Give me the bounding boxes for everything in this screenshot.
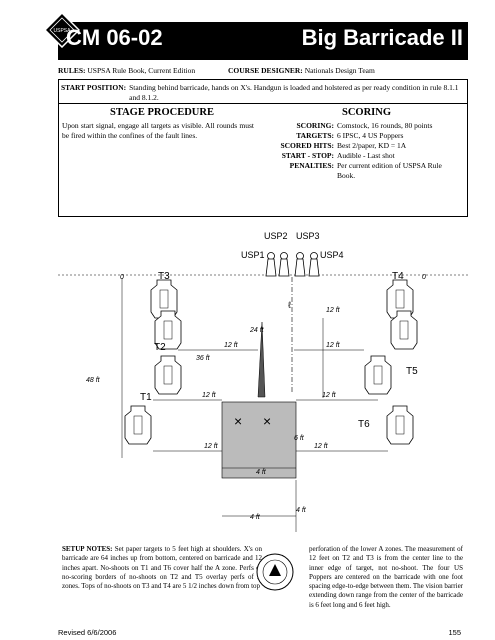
setup-notes-text: Set paper targets to 5 feet high at shou… [62, 545, 262, 591]
stage-procedure-text: Upon start signal, engage all targets as… [62, 121, 254, 140]
dim-4-label: 4 ft [256, 469, 267, 476]
dim-12-label: 12 ft [202, 392, 217, 399]
scoring-heading: SCORING [342, 107, 392, 118]
popper-label: USP4 [320, 250, 344, 260]
zero-left-label: 0 [120, 274, 124, 281]
targets-label: TARGETS: [296, 131, 334, 140]
stage-code: CM 06-02 [66, 25, 163, 50]
popper-usp4-icon [308, 252, 320, 277]
popper-label: USP3 [296, 231, 320, 241]
target-t2-icon [154, 355, 182, 395]
hand-mark-x: × [234, 413, 242, 429]
scoring-label: SCORING: [296, 121, 334, 130]
header-bar [58, 22, 468, 60]
dim-12-label: 12 ft [204, 443, 219, 450]
center-line-mark: ℓ [288, 300, 292, 310]
target-label: T1 [140, 392, 152, 403]
start-stop-value: Audible - Last shot [337, 151, 395, 160]
popper-label: USP2 [264, 231, 288, 241]
uspsa-logo-icon: USPSA [44, 12, 80, 48]
target-label: T4 [392, 271, 404, 282]
start-position-label: START POSITION: [61, 83, 127, 92]
target-label: T3 [158, 271, 170, 282]
scored-hits-value: Best 2/paper, KD = 1A [337, 141, 407, 150]
popper-usp2-icon [278, 252, 290, 277]
page-number: 155 [448, 628, 461, 637]
scoring-value: Comstock, 16 rounds, 80 points [337, 121, 433, 130]
dim-4-label: 4 ft [250, 514, 261, 521]
setup-notes-left: SETUP NOTES: Set paper targets to 5 feet… [62, 545, 262, 591]
dim-12-label: 12 ft [314, 443, 329, 450]
start-position: START POSITION: Standing behind barricad… [61, 83, 461, 103]
setup-notes-right: perforation of the lower A zones. The me… [309, 545, 464, 609]
target-label: T6 [358, 419, 370, 430]
stage-info-box [58, 79, 468, 217]
target-t6-icon [386, 405, 414, 445]
dim-4-label: 4 ft [296, 507, 307, 514]
penalties-value: Per current edition of USPSA Rule Book. [337, 161, 442, 180]
start-stop-label: START - STOP: [281, 151, 334, 160]
start-position-text: Standing behind barricade, hands on X's.… [129, 83, 459, 102]
hand-mark-x: × [263, 413, 271, 429]
scoring-row: START - STOP: Audible - Last shot [258, 151, 461, 161]
targets-value: 6 IPSC, 4 US Poppers [337, 131, 404, 140]
designer-value: Nationals Design Team [304, 66, 375, 75]
setup-notes-label: SETUP NOTES: [62, 545, 113, 553]
logo-text: USPSA [54, 28, 72, 34]
target-label: T2 [154, 342, 166, 353]
box-divider [58, 103, 468, 104]
penalties-label: PENALTIES: [289, 161, 334, 170]
scoring-row: SCORED HITS: Best 2/paper, KD = 1A [258, 141, 461, 151]
rules-label: RULES: [58, 66, 86, 75]
scoring-row: TARGETS: 6 IPSC, 4 US Poppers [258, 131, 461, 141]
popper-label: USP1 [241, 250, 265, 260]
stage-procedure-heading: STAGE PROCEDURE [110, 107, 214, 118]
stage-diagram: 0 0 USP1 USP2 USP3 USP4 ℓ T3 T4 T2 T5 T1… [58, 231, 468, 532]
popper-usp1-icon [265, 252, 277, 277]
designer-line: COURSE DESIGNER: Nationals Design Team [228, 66, 375, 75]
target-t1-icon [124, 405, 152, 445]
dim-48-label: 48 ft [86, 377, 101, 384]
dim-12-label: 12 ft [326, 342, 341, 349]
target-t5-icon [364, 355, 392, 395]
dim-12-label: 12 ft [224, 342, 239, 349]
seal-icon [256, 553, 294, 591]
dim-36-label: 36 ft [196, 355, 211, 362]
dim-6-label: 6 ft [294, 435, 305, 442]
vision-barrier [257, 321, 266, 398]
rules-line: RULES: USPSA Rule Book, Current Edition [58, 66, 195, 75]
dim-12-label: 12 ft [326, 307, 341, 314]
revised-date: Revised 6/6/2006 [58, 628, 117, 637]
dim-12-label: 12 ft [322, 392, 337, 399]
scoring-row: SCORING: Comstock, 16 rounds, 80 points [258, 121, 461, 131]
zero-right-label: 0 [422, 274, 426, 281]
stage-name: Big Barricade II [301, 25, 463, 50]
scoring-row: PENALTIES: Per current edition of USPSA … [258, 161, 461, 181]
rules-value: USPSA Rule Book, Current Edition [87, 66, 196, 75]
scored-hits-label: SCORED HITS: [280, 141, 334, 150]
barricade [221, 401, 297, 479]
popper-usp3-icon [294, 252, 306, 277]
designer-label: COURSE DESIGNER: [228, 66, 303, 75]
target-label: T5 [406, 366, 418, 377]
scoring-table: SCORING: Comstock, 16 rounds, 80 points … [258, 121, 461, 181]
dim-24-label: 24 ft [249, 327, 265, 334]
